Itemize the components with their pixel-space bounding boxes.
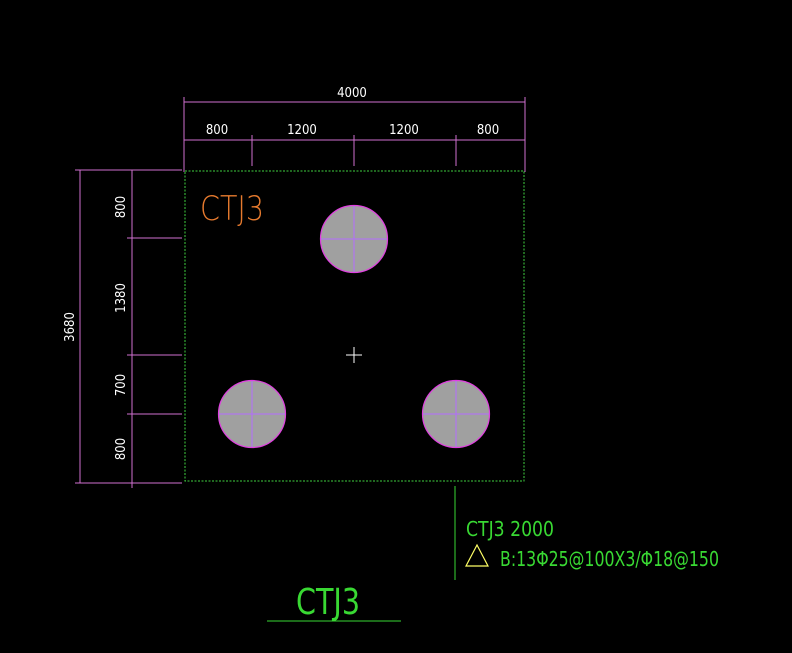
width-segment-label: 800 (206, 123, 228, 138)
height-segment-label: 800 (114, 438, 129, 460)
width-segment-label: 1200 (389, 123, 419, 138)
annotation-line-1: CTJ3 2000 (466, 517, 554, 541)
center-cross-icon (346, 347, 362, 363)
pile-bottom-right[interactable] (421, 379, 491, 449)
pile-top[interactable] (319, 204, 389, 274)
triangle-marker-icon (465, 543, 489, 567)
width-segment-label: 800 (477, 123, 499, 138)
height-segment-label: 800 (114, 196, 129, 218)
top-dimension-group (183, 97, 526, 172)
width-segment-label: 1200 (287, 123, 317, 138)
height-segment-label: 1380 (114, 283, 129, 313)
height-segment-label: 700 (114, 374, 129, 396)
total-width-label: 4000 (337, 86, 367, 101)
left-dimension-group (75, 169, 182, 488)
drawing-title: CTJ3 (296, 582, 360, 623)
pile-bottom-left[interactable] (217, 379, 287, 449)
total-height-label: 3680 (63, 312, 78, 342)
annotation-line-2: B:13Φ25@100X3/Φ18@150 (500, 547, 719, 571)
pile-cap-outline[interactable] (184, 170, 525, 482)
cap-label: CTJ3 (200, 189, 264, 229)
